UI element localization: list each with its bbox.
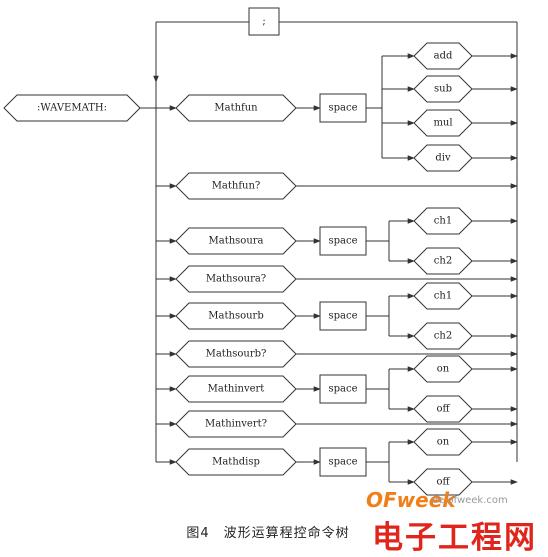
command-mathsoura-shape	[175, 227, 297, 255]
command-mathfun-shape	[175, 94, 297, 122]
command-mathinvert-shape	[175, 375, 297, 403]
option-mathdisp-on-label: on	[437, 437, 450, 448]
option-mathsourb-ch2-shape	[413, 322, 473, 350]
command-mathsoura-shape	[175, 265, 297, 293]
option-mathsourb-ch1-label: ch1	[434, 291, 452, 302]
option-mathinvert-off-label: off	[436, 404, 450, 415]
space-node-mathinvert-box	[319, 374, 367, 404]
command-mathfun-label: Mathfun?	[212, 181, 261, 192]
option-mathinvert-on-label: on	[437, 364, 450, 375]
option-mathfun-add-label: add	[434, 51, 453, 62]
option-mathfun-sub-shape	[413, 75, 473, 103]
command-mathsoura-label: Mathsoura	[209, 236, 264, 247]
option-mathfun-div-shape	[413, 144, 473, 172]
option-mathsoura-ch2-label: ch2	[434, 256, 452, 267]
option-mathfun-add-shape	[413, 42, 473, 70]
command-mathdisp-label: Mathdisp	[212, 457, 260, 468]
option-mathinvert-on-shape	[413, 355, 473, 383]
command-mathinvert-shape	[175, 410, 297, 438]
option-mathfun-mul-label: mul	[433, 118, 452, 129]
option-mathsoura-ch1-shape	[413, 207, 473, 235]
option-mathfun-mul-shape	[413, 109, 473, 137]
space-node-mathdisp-box	[319, 447, 367, 477]
command-mathsoura-label: Mathsoura?	[206, 274, 266, 285]
space-node-mathsoura-box	[319, 226, 367, 256]
space-node-mathsourb-box	[319, 301, 367, 331]
space-node-mathsoura-label: space	[328, 236, 357, 247]
command-mathsourb-shape	[175, 302, 297, 330]
option-mathsoura-ch1-label: ch1	[434, 216, 452, 227]
space-node-mathdisp-label: space	[328, 457, 357, 468]
option-mathdisp-off-shape	[413, 468, 473, 496]
command-mathfun-shape	[175, 172, 297, 200]
watermark-url: ee.ofweek.com	[432, 495, 508, 506]
command-mathfun-label: Mathfun	[214, 103, 258, 114]
figure-caption: 图4 波形运算程控命令树	[186, 526, 350, 541]
option-mathfun-sub-label: sub	[434, 84, 452, 95]
command-mathinvert-label: Mathinvert?	[205, 419, 267, 430]
option-mathinvert-off-shape	[413, 395, 473, 423]
option-mathdisp-off-label: off	[436, 477, 450, 488]
command-mathdisp-shape	[175, 448, 297, 476]
option-mathdisp-on-shape	[413, 428, 473, 456]
space-node-mathinvert-label: space	[328, 384, 357, 395]
space-node-mathfun-label: space	[328, 103, 357, 114]
separator-node-label: ;	[262, 16, 265, 27]
root-node-wavemath-label: :WAVEMATH:	[37, 103, 107, 114]
command-mathinvert-label: Mathinvert	[208, 384, 265, 395]
option-mathfun-div-label: div	[435, 153, 451, 164]
option-mathsourb-ch2-label: ch2	[434, 331, 452, 342]
command-mathsourb-shape	[175, 340, 297, 368]
option-mathsoura-ch2-shape	[413, 247, 473, 275]
option-mathsourb-ch1-shape	[413, 282, 473, 310]
space-node-mathfun-box	[319, 93, 367, 123]
command-mathsourb-label: Mathsourb?	[206, 349, 267, 360]
watermark-site-name: 电子工程网	[372, 520, 537, 556]
command-mathsourb-label: Mathsourb	[208, 311, 263, 322]
separator-node-box	[248, 7, 280, 36]
space-node-mathsourb-label: space	[328, 311, 357, 322]
ofweek-logo: OFweek	[366, 488, 456, 512]
root-node-wavemath-shape	[3, 94, 141, 122]
